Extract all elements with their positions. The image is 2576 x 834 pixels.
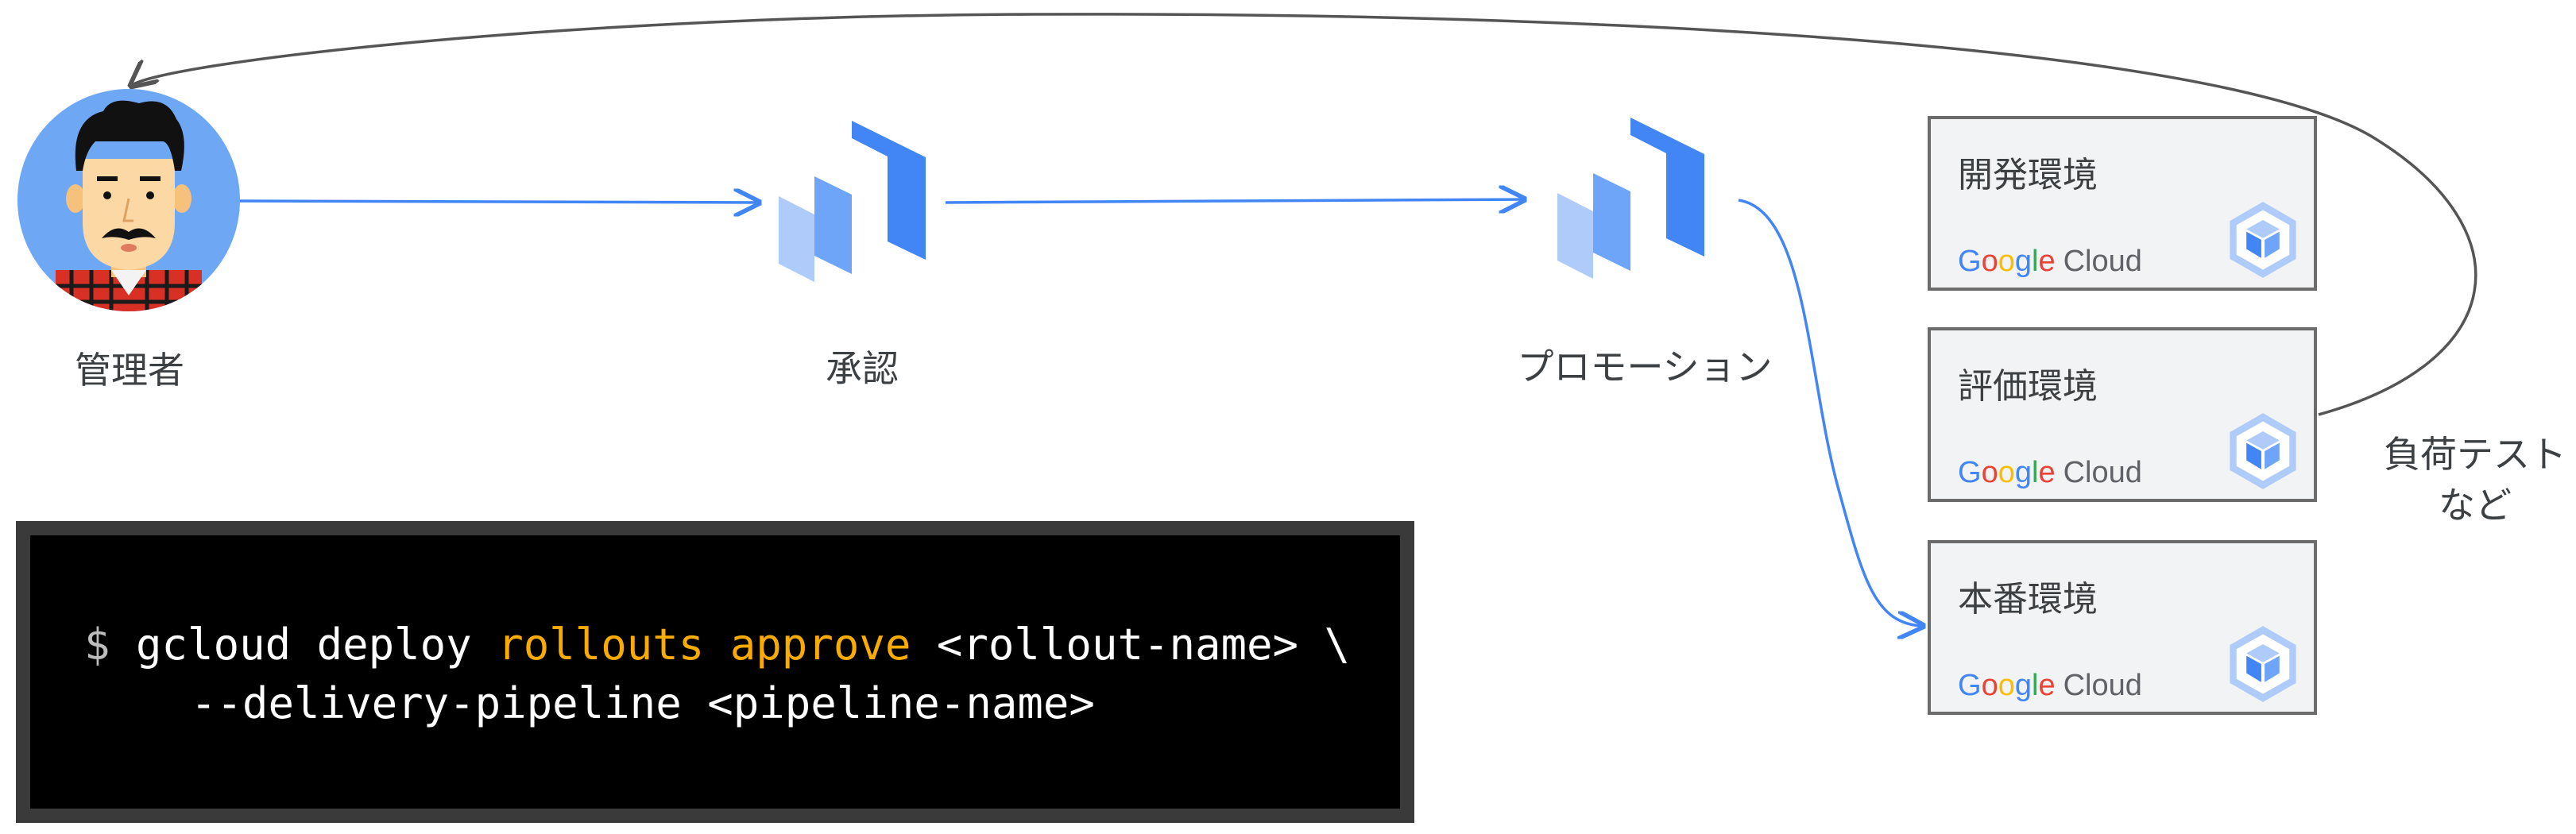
cloud-deploy-icon-approval xyxy=(779,121,926,282)
terminal-cmd-highlight: rollouts approve xyxy=(497,620,911,670)
gke-cube-icon xyxy=(2230,413,2296,489)
arrow-admin-to-approval xyxy=(238,201,759,203)
env-title: 本番環境 xyxy=(1958,579,2098,620)
google-cloud-logo-cloud: Cloud xyxy=(2063,456,2142,489)
cloud-deploy-icon-promotion xyxy=(1557,118,1704,279)
arrow-approval-to-promotion xyxy=(945,199,1524,203)
terminal-line-1: $ gcloud deploy rollouts approve <rollou… xyxy=(84,620,1350,670)
google-cloud-logo-cloud: Cloud xyxy=(2063,245,2142,278)
gke-cube-icon xyxy=(2230,202,2296,278)
env-title: 評価環境 xyxy=(1958,366,2098,407)
promotion-label: プロモーション xyxy=(1517,346,1773,388)
terminal-cmd-part2: <rollout-name> \ xyxy=(936,620,1351,670)
terminal-prompt: $ xyxy=(84,620,110,670)
google-cloud-logo-cloud: Cloud xyxy=(2063,669,2142,702)
env-title: 開発環境 xyxy=(1958,155,2098,195)
gke-cube-icon xyxy=(2230,626,2296,702)
person-avatar-icon xyxy=(17,89,240,311)
admin-label: 管理者 xyxy=(75,349,184,392)
terminal-cmd-part1: gcloud deploy xyxy=(136,620,472,670)
terminal-command-block: $ gcloud deploy rollouts approve <rollou… xyxy=(16,521,1414,823)
arrow-promotion-to-production xyxy=(1738,199,1923,626)
terminal-line-2: --delivery-pipeline <pipeline-name> xyxy=(191,678,1095,728)
loadtest-label-line2: など xyxy=(2439,484,2512,527)
approval-label: 承認 xyxy=(826,347,899,390)
loadtest-label-line1: 負荷テスト xyxy=(2384,433,2566,476)
arrow-feedback-to-admin xyxy=(131,13,2477,416)
